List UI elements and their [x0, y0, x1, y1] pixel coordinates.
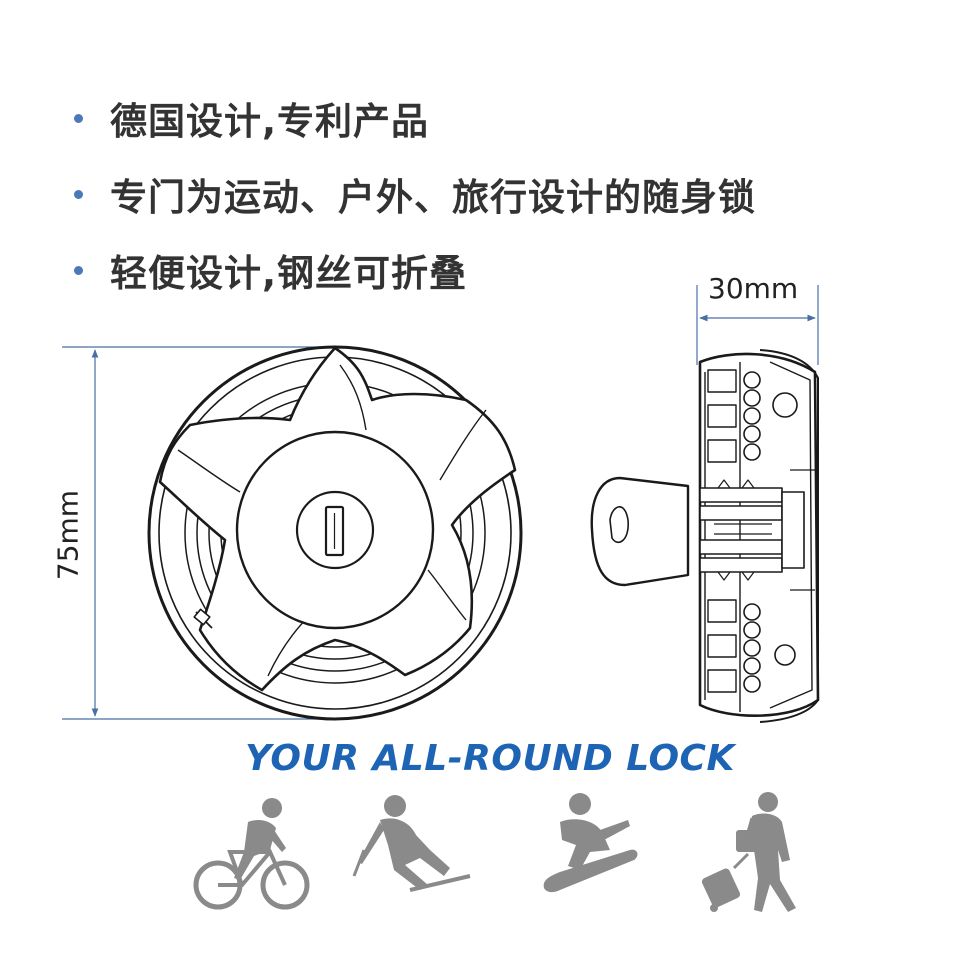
lock-front-view	[147, 345, 523, 721]
bullet-dot-icon	[74, 113, 83, 123]
feature-list: 德国设计,专利产品 专门为运动、户外、旅行设计的随身锁 轻便设计,钢丝可折叠	[72, 80, 756, 308]
feature-text: 德国设计,专利产品	[110, 100, 430, 143]
feature-item: 轻便设计,钢丝可折叠	[72, 232, 756, 308]
width-dimension	[696, 285, 819, 365]
bullet-dot-icon	[74, 189, 83, 199]
traveler-icon	[701, 792, 796, 912]
lock-side-section-view	[590, 349, 820, 723]
bullet-dot-icon	[74, 265, 83, 275]
snowboarding-icon	[543, 793, 638, 893]
slogan: YOUR ALL-ROUND LOCK	[245, 738, 735, 779]
feature-text: 专门为运动、户外、旅行设计的随身锁	[110, 176, 756, 219]
feature-item: 专门为运动、户外、旅行设计的随身锁	[72, 156, 756, 232]
skiing-icon	[352, 795, 471, 892]
cycling-icon	[193, 798, 310, 910]
height-dimension-label: 75mm	[51, 489, 85, 581]
height-dimension	[62, 346, 340, 720]
feature-item: 德国设计,专利产品	[72, 80, 756, 156]
feature-text: 轻便设计,钢丝可折叠	[110, 252, 468, 295]
width-dimension-label: 30mm	[708, 272, 799, 305]
